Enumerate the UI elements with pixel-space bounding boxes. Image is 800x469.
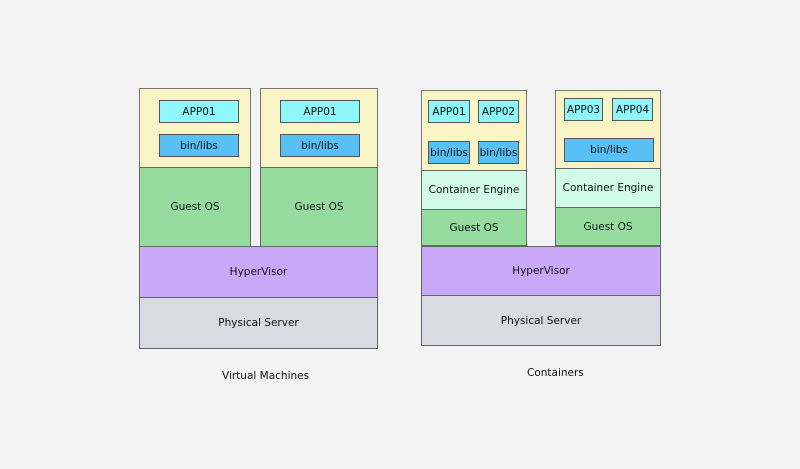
container1-guest-os: Guest OS (421, 209, 527, 246)
container1-libs1-box: bin/libs (428, 141, 470, 164)
container2-app1-box: APP03 (564, 98, 603, 121)
container2-libs-box: bin/libs (564, 138, 654, 162)
containers-hypervisor: HyperVisor (421, 246, 661, 296)
container1-app2-box: APP02 (478, 100, 519, 123)
container2-guest-os: Guest OS (555, 207, 661, 246)
vm2-app-box: APP01 (280, 100, 360, 123)
vm-physical-server: Physical Server (139, 297, 378, 349)
vm1-libs-box: bin/libs (159, 134, 239, 157)
vm2-guest-os: Guest OS (260, 167, 378, 247)
containers-physical-server: Physical Server (421, 295, 661, 346)
container1-libs2-box: bin/libs (478, 141, 519, 164)
containers-caption: Containers (527, 367, 584, 379)
vm1-app-box: APP01 (159, 100, 239, 123)
container1-app1-box: APP01 (428, 100, 470, 123)
vm-caption: Virtual Machines (222, 370, 310, 382)
vm1-guest-os: Guest OS (139, 167, 251, 247)
vm-hypervisor: HyperVisor (139, 246, 378, 298)
container1-engine: Container Engine (421, 170, 527, 210)
container2-engine: Container Engine (555, 168, 661, 208)
container2-app2-box: APP04 (612, 98, 653, 121)
vm2-libs-box: bin/libs (280, 134, 360, 157)
